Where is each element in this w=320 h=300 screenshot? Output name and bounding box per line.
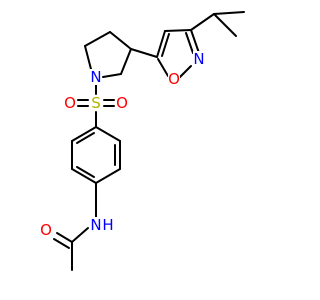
atom-n_isox: N [193, 50, 205, 68]
bond [71, 126, 97, 142]
bond [130, 48, 158, 58]
atom-label: N [90, 68, 101, 86]
atom-label-background [90, 95, 102, 111]
bond [213, 11, 245, 15]
atom-label: O [40, 221, 52, 239]
bond [161, 33, 170, 57]
atom-s: S [90, 94, 102, 112]
bond [190, 29, 200, 54]
atom-label: O [168, 70, 180, 88]
atom-label-background [102, 217, 114, 233]
bond [95, 168, 121, 184]
bond [53, 238, 70, 249]
atom-o_amide: O [40, 221, 52, 239]
bond [157, 58, 169, 77]
bond [84, 45, 93, 74]
atom-h_amide: H [102, 216, 114, 234]
bond [76, 132, 95, 144]
bond [102, 73, 122, 78]
bond [120, 48, 132, 75]
atom-label: O [64, 94, 76, 112]
bond [76, 166, 95, 178]
bond [185, 32, 194, 54]
atom-label: H [102, 216, 113, 234]
bond [56, 232, 73, 243]
bond [213, 13, 237, 37]
atom-n_amide: N [90, 216, 102, 234]
atom-label-background [116, 95, 128, 111]
atom-label-background [64, 95, 76, 111]
bond [156, 30, 166, 58]
bond [95, 126, 121, 142]
bond [109, 31, 132, 50]
bond-layer [53, 11, 245, 271]
bond [71, 168, 97, 184]
atom-o_s2: O [116, 94, 128, 112]
bond [179, 65, 192, 78]
atom-label: N [90, 216, 101, 234]
atom-label-background [90, 217, 102, 233]
atom-label: O [116, 94, 128, 112]
atom-o_isox: O [168, 70, 180, 88]
atom-label-background [168, 71, 180, 87]
bond [71, 227, 89, 243]
atom-label-background [40, 222, 52, 238]
atom-label: S [91, 94, 101, 112]
atom-label-background [90, 69, 102, 85]
bond [84, 31, 111, 47]
atom-o_s1: O [64, 94, 76, 112]
atom-label-background [193, 51, 205, 67]
atom-label: N [193, 50, 204, 68]
bond [190, 13, 215, 31]
atom-n_pyr: N [90, 68, 102, 86]
bond [164, 29, 192, 32]
